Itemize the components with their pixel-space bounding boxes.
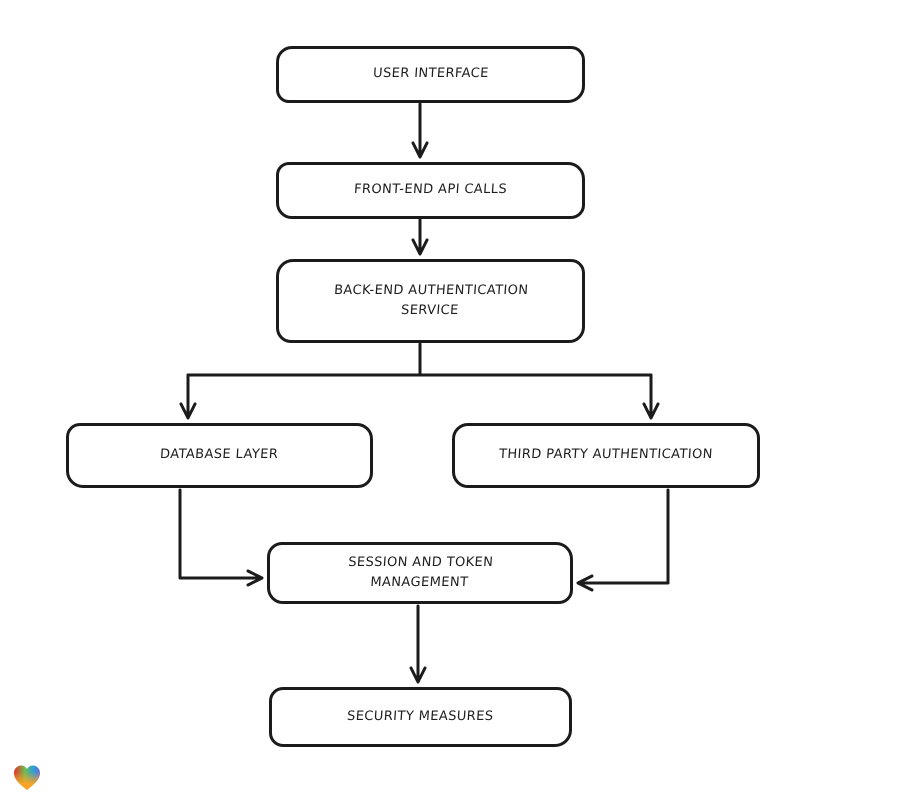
node-label: SESSION AND TOKEN MANAGEMENT (347, 554, 494, 590)
node-label: DATABASE LAYER (159, 447, 280, 463)
node-session-and-token-management[interactable]: SESSION AND TOKEN MANAGEMENT (267, 542, 573, 604)
edge-user-interface-to-front-end-api-calls (411, 102, 429, 159)
edge-third-party-authentication-to-session-and-token-management (576, 488, 670, 592)
node-user-interface[interactable]: USER INTERFACE (276, 46, 585, 103)
edge-database-layer-to-session-and-token-management (178, 488, 264, 587)
edge-back-end-authentication-service-branch (179, 342, 660, 420)
edge-session-and-token-management-to-security-measures (409, 604, 427, 684)
node-front-end-api-calls[interactable]: FRONT-END API CALLS (276, 162, 585, 219)
node-label: SECURITY MEASURES (346, 708, 495, 724)
node-label: FRONT-END API CALLS (353, 182, 508, 198)
node-label: BACK-END AUTHENTICATION SERVICE (333, 282, 529, 318)
edge-front-end-api-calls-to-back-end-authentication-service (411, 218, 429, 256)
node-database-layer[interactable]: DATABASE LAYER (66, 423, 373, 488)
node-back-end-authentication-service[interactable]: BACK-END AUTHENTICATION SERVICE (276, 259, 585, 343)
node-security-measures[interactable]: SECURITY MEASURES (269, 687, 572, 747)
node-label: USER INTERFACE (372, 66, 489, 82)
gradient-heart-logo[interactable] (11, 762, 43, 794)
node-third-party-authentication[interactable]: THIRD PARTY AUTHENTICATION (452, 423, 760, 488)
node-label: THIRD PARTY AUTHENTICATION (498, 447, 714, 463)
